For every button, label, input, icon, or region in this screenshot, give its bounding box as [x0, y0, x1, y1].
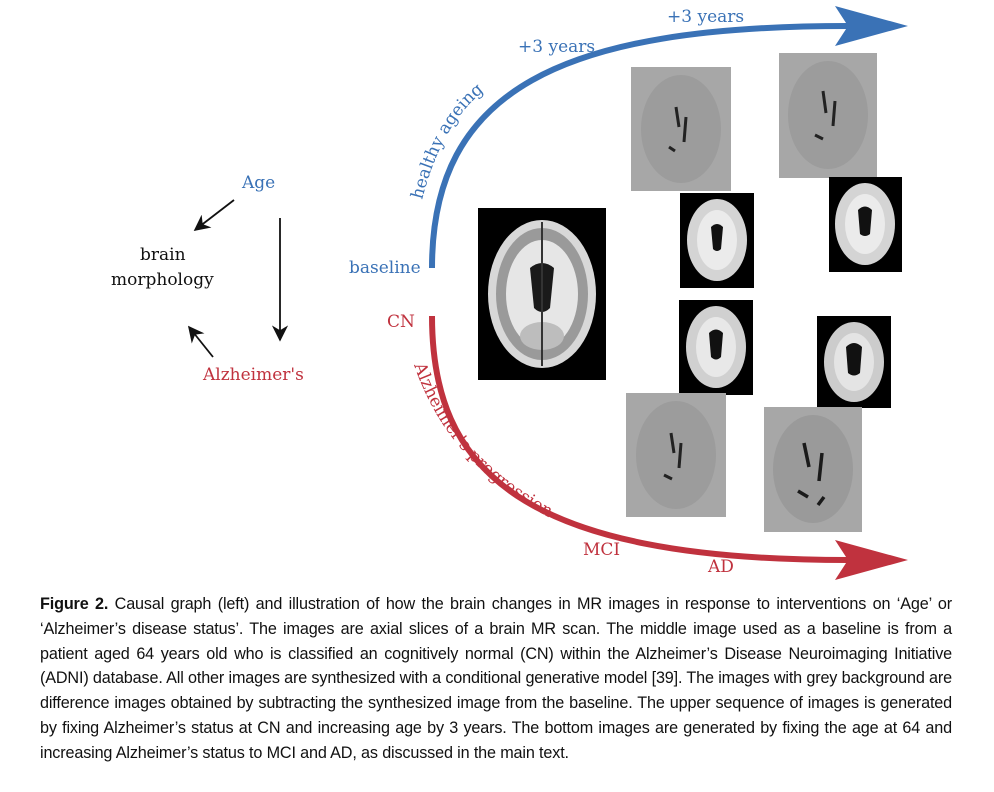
ageing-diff-image-2: [779, 53, 877, 178]
ageing-diff-image-1: [631, 67, 731, 191]
baseline-mri-image: [478, 208, 606, 380]
caption-text: Causal graph (left) and illustration of …: [40, 595, 952, 762]
ad-diff-image: [764, 407, 862, 532]
caption-label: Figure 2.: [40, 595, 109, 613]
figure-graphics: healthy ageing Alzheimer's progression: [187, 6, 908, 580]
figure-caption: Figure 2. Causal graph (left) and illust…: [40, 592, 952, 766]
node-age: Age: [242, 173, 276, 193]
ageing-mri-image-1: [680, 193, 754, 288]
ad-label: AD: [708, 557, 734, 577]
ageing-mri-image-2: [829, 177, 902, 272]
cn-label: CN: [387, 312, 415, 332]
mci-label: MCI: [583, 540, 621, 560]
node-brain-line2: morphology: [111, 270, 214, 290]
ageing-step1-label: +3 years: [518, 37, 596, 57]
node-alzheimers: Alzheimer's: [203, 365, 304, 385]
ageing-step2-label: +3 years: [667, 7, 745, 27]
baseline-label: baseline: [349, 258, 421, 278]
ageing-arc: [429, 23, 849, 269]
figure: Age brain morphology Alzheimer's healthy…: [111, 6, 908, 580]
alzheimers-curve-label: Alzheimer's progression: [409, 359, 556, 522]
ageing-arrowhead: [835, 6, 908, 46]
node-brain-line1: brain: [140, 245, 186, 265]
alzheimers-arc: [429, 315, 849, 563]
mci-mri-image: [679, 300, 753, 395]
edge-alzheimers-to-brain: [187, 325, 214, 358]
ad-mri-image: [817, 316, 891, 408]
edge-age-to-brain: [193, 199, 235, 231]
mci-diff-image: [626, 393, 726, 517]
alzheimers-arrowhead: [835, 540, 908, 580]
